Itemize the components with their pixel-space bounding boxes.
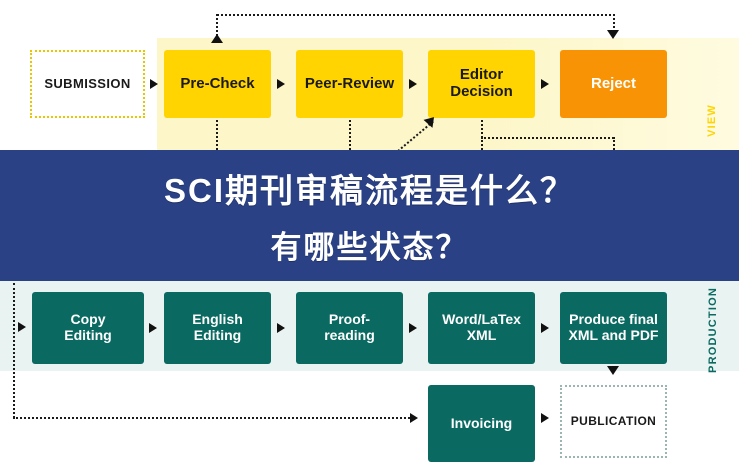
peerreview-down-connector [349, 120, 351, 150]
title-banner: SCI期刊审稿流程是什么？ 有哪些状态？ [0, 150, 739, 281]
node-produce-final-label-line2: XML and PDF [568, 327, 659, 343]
editordecision-to-reject-lower-connector [481, 137, 614, 139]
node-submission-label: SUBMISSION [44, 75, 131, 91]
node-english-editing[interactable]: English Editing [164, 292, 271, 364]
publication-inbound-arrow-icon [607, 366, 619, 375]
banner-title-line2: 有哪些状态？ [270, 230, 469, 265]
editordecision-to-reject-arrow-icon [541, 79, 549, 89]
node-produce-final-xml-pdf[interactable]: Produce final XML and PDF [560, 292, 667, 364]
precheck-down-connector [216, 120, 218, 150]
production-band-right [695, 281, 739, 371]
xml-to-producefinal-arrow-icon [541, 323, 549, 333]
node-invoicing[interactable]: Invoicing [428, 385, 535, 462]
submission-to-precheck-arrow-icon [150, 79, 158, 89]
banner-title-line1: SCI期刊审稿流程是什么？ [163, 172, 575, 209]
node-english-editing-label-line2: Editing [193, 327, 242, 343]
peerreview-to-editordecision-arrow-icon [409, 79, 417, 89]
node-publication-label: PUBLICATION [570, 413, 657, 428]
node-editor-decision[interactable]: Editor Decision [428, 50, 535, 118]
editordecision-down-connector [481, 120, 483, 150]
node-pre-check-label: Pre-Check [180, 74, 255, 92]
node-peer-review-label: Peer-Review [304, 74, 395, 92]
node-pre-check[interactable]: Pre-Check [164, 50, 271, 118]
production-entry-spine [13, 283, 15, 418]
copyediting-to-englishediting-arrow-icon [149, 323, 157, 333]
node-copy-editing[interactable]: Copy Editing [32, 292, 144, 364]
englishediting-to-proofreading-arrow-icon [277, 323, 285, 333]
node-proof-reading-label-line1: Proof- [328, 311, 371, 328]
node-submission[interactable]: SUBMISSION [30, 50, 145, 118]
node-reject-label: Reject [590, 74, 637, 92]
reject-to-precheck-loop-horizontal [217, 14, 615, 16]
node-produce-final-label-line1: Produce final [569, 311, 658, 328]
reject-to-precheck-loop-left-leg [216, 14, 218, 40]
node-proof-reading-label-line2: reading [324, 327, 375, 343]
node-english-editing-label-line1: English [192, 311, 243, 328]
node-proof-reading[interactable]: Proof- reading [296, 292, 403, 364]
production-track-side-label: PRODUCTION [707, 287, 719, 373]
reject-lower-connector [613, 137, 615, 150]
reject-inbound-arrow-icon [607, 30, 619, 39]
copyediting-inbound-arrow-icon [18, 322, 26, 332]
node-word-latex-xml[interactable]: Word/LaTex XML [428, 292, 535, 364]
node-editor-decision-label-line2: Decision [450, 83, 513, 100]
node-publication[interactable]: PUBLICATION [560, 385, 667, 458]
node-copy-editing-label-line1: Copy [70, 311, 106, 328]
spine-to-invoicing-connector [13, 417, 413, 419]
node-word-latex-xml-label-line1: Word/LaTex [442, 311, 521, 328]
node-editor-decision-label-line1: Editor [459, 66, 504, 84]
node-reject[interactable]: Reject [560, 50, 667, 118]
reject-loop-right-leg [613, 14, 615, 36]
review-track-side-label: VIEW [706, 104, 718, 137]
node-word-latex-xml-label-line2: XML [466, 327, 497, 343]
precheck-inbound-arrow-icon [211, 34, 223, 43]
invoicing-to-publication-arrow-icon [541, 413, 549, 423]
node-invoicing-label: Invoicing [450, 414, 513, 431]
precheck-to-peerreview-arrow-icon [277, 79, 285, 89]
invoicing-inbound-arrow-icon [410, 413, 418, 423]
node-peer-review[interactable]: Peer-Review [296, 50, 403, 118]
proofreading-to-xml-arrow-icon [409, 323, 417, 333]
node-copy-editing-label-line2: Editing [64, 327, 112, 343]
